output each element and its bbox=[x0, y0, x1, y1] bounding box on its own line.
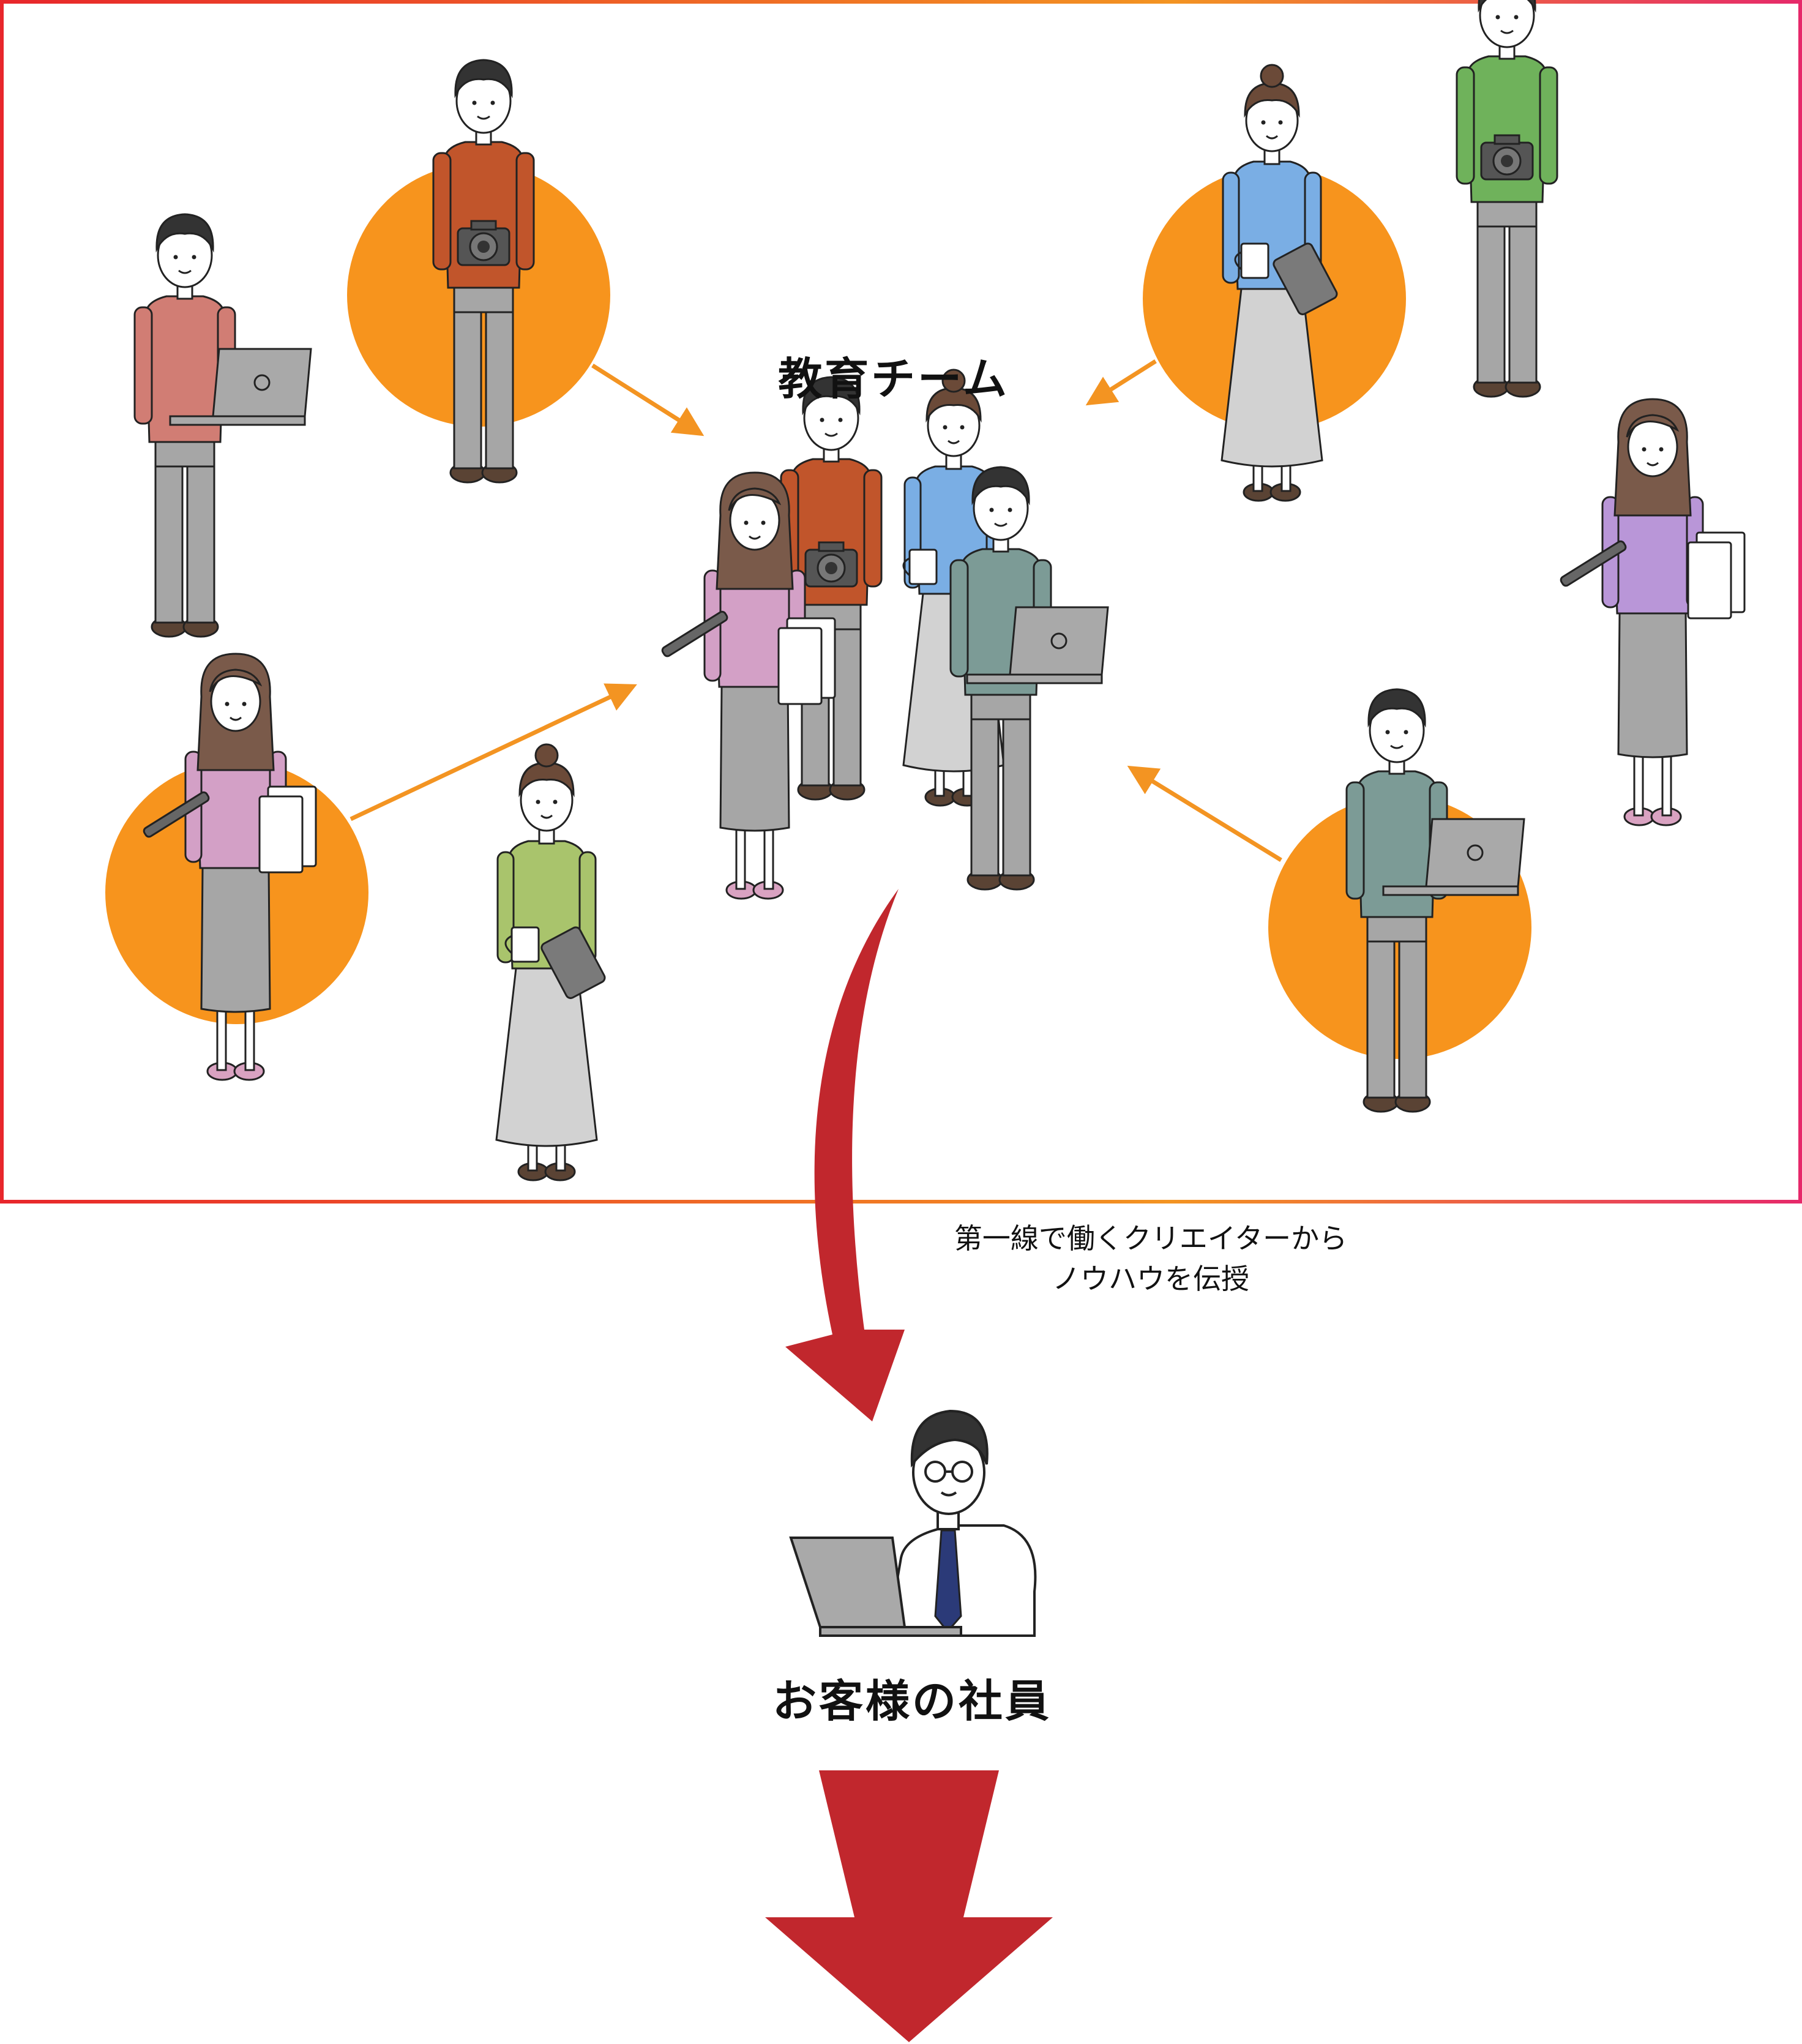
orange-arrow bbox=[350, 683, 637, 822]
orange-arrow bbox=[591, 364, 705, 436]
team-title: 教育チーム bbox=[778, 353, 1009, 405]
notepad-icon bbox=[1687, 531, 1746, 620]
team-frame bbox=[0, 0, 1802, 1204]
education-team-group bbox=[660, 369, 1109, 900]
creator-camera-green bbox=[1456, 0, 1558, 398]
orange-arrow bbox=[1085, 359, 1157, 406]
notepad-icon bbox=[777, 617, 836, 705]
down-red-arrow bbox=[765, 1770, 1053, 2042]
camera-icon bbox=[457, 220, 510, 266]
client-employee bbox=[789, 1409, 1037, 1637]
transfer-note: 第一線で働くクリエイターから ノウハウを伝授 bbox=[845, 1218, 1457, 1299]
orange-arrow bbox=[1127, 765, 1282, 862]
laptop-icon bbox=[789, 1537, 907, 1628]
notepad-icon bbox=[258, 785, 317, 874]
transfer-note-line2: ノウハウを伝授 bbox=[1052, 1262, 1249, 1295]
camera-icon bbox=[804, 541, 858, 588]
client-label: お客様の社員 bbox=[772, 1675, 1052, 1727]
camera-icon bbox=[1480, 134, 1534, 181]
transfer-note-line1: 第一線で働くクリエイターから bbox=[954, 1222, 1348, 1255]
curved-red-arrow bbox=[785, 889, 905, 1421]
